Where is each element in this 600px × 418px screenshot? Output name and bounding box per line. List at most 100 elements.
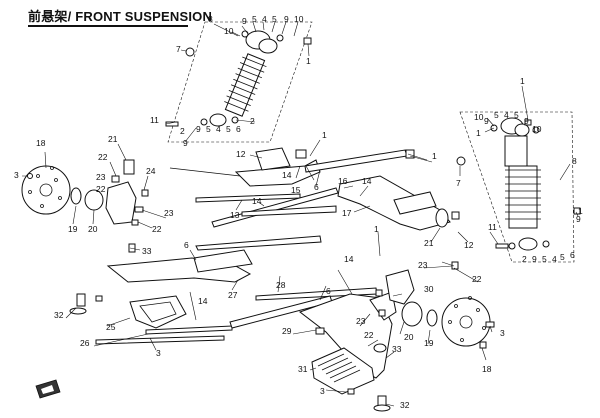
callout: 11 xyxy=(150,115,159,125)
callout: 23 xyxy=(418,260,428,270)
upper-arm-right xyxy=(337,149,460,231)
callout: 30 xyxy=(424,284,434,294)
callout: 3 xyxy=(500,328,505,338)
title-bar: 前悬架/ FRONT SUSPENSION xyxy=(28,6,212,24)
callout: 20 xyxy=(404,332,414,342)
callout: 24 xyxy=(146,166,156,176)
callout: 6 xyxy=(314,182,319,192)
callout: 6 xyxy=(184,240,189,250)
callout: 1 xyxy=(578,206,583,216)
callout: 5 xyxy=(514,110,519,120)
callout: 7 xyxy=(456,178,461,188)
skid-plate xyxy=(311,347,391,412)
callout: 3 xyxy=(156,348,161,358)
callout: 9 xyxy=(524,116,529,126)
title-underline xyxy=(28,25,188,27)
callout: 23 xyxy=(164,208,174,218)
callout: 32 xyxy=(54,310,64,320)
callout: 6 xyxy=(326,286,331,296)
callout: 12 xyxy=(236,149,246,159)
callout: 4 xyxy=(216,124,221,134)
callout: 10 xyxy=(474,112,484,122)
right-shock-absorber xyxy=(456,111,581,263)
callout: 4 xyxy=(262,14,267,24)
callout: 5 xyxy=(560,252,565,262)
callout: 21 xyxy=(424,238,434,248)
callout: 29 xyxy=(282,326,292,336)
callout: 14 xyxy=(252,196,262,206)
callout: 15 xyxy=(291,185,301,195)
callout: 5 xyxy=(494,110,499,120)
callout: 5 xyxy=(206,124,211,134)
callout: 9 xyxy=(196,124,201,134)
callout: 1 xyxy=(322,130,327,140)
callout: 18 xyxy=(482,364,492,374)
callout: 12 xyxy=(464,240,474,250)
callout: 4 xyxy=(504,110,509,120)
callout: 20 xyxy=(88,224,98,234)
callout: 13 xyxy=(230,210,240,220)
lower-arm-left xyxy=(69,243,253,329)
callout: 10 xyxy=(532,124,542,134)
callout: 23 xyxy=(356,316,366,326)
callout: 9 xyxy=(242,16,247,26)
callout: 16 xyxy=(338,176,348,186)
callout: 9 xyxy=(183,138,188,148)
callout: 19 xyxy=(424,338,434,348)
callout: 5 xyxy=(272,14,277,24)
callout: 3 xyxy=(14,170,19,180)
callout: 10 xyxy=(294,14,304,24)
page-title: 前悬架/ FRONT SUSPENSION xyxy=(28,8,213,24)
right-knuckle xyxy=(375,261,495,349)
callout: 22 xyxy=(96,184,106,194)
callout: 8 xyxy=(208,14,213,24)
callout: 5 xyxy=(542,254,547,264)
callout: 14 xyxy=(198,296,208,306)
through-bolts xyxy=(95,149,408,345)
callout: 9 xyxy=(576,214,581,224)
callout: 33 xyxy=(392,344,402,354)
callout: 2 xyxy=(522,254,527,264)
callout: 9 xyxy=(484,116,489,126)
callout: 19 xyxy=(68,224,78,234)
callout: 1 xyxy=(432,151,437,161)
callout: 22 xyxy=(472,274,482,284)
callout: 9 xyxy=(532,254,537,264)
callout: 21 xyxy=(108,134,118,144)
callout: 14 xyxy=(362,176,372,186)
callout: 6 xyxy=(236,124,241,134)
callout: 8 xyxy=(572,156,577,166)
callout: 25 xyxy=(106,322,116,332)
callout: 2 xyxy=(180,126,185,136)
callout: 2 xyxy=(250,116,255,126)
callout: 22 xyxy=(152,224,162,234)
left-shock-absorber xyxy=(165,21,313,143)
leader-lines xyxy=(22,21,579,407)
left-knuckle xyxy=(21,159,149,226)
front-direction-arrow-icon xyxy=(35,379,61,399)
callout: 18 xyxy=(36,138,46,148)
callout: 3 xyxy=(320,386,325,396)
callout: 10 xyxy=(224,26,234,36)
upper-arm-left xyxy=(169,147,321,187)
callout: 1 xyxy=(306,56,311,66)
callout: 5 xyxy=(252,14,257,24)
callout: 23 xyxy=(96,172,106,182)
callout: 1 xyxy=(520,76,525,86)
callout: 32 xyxy=(400,400,410,410)
callout: 5 xyxy=(226,124,231,134)
callout: 14 xyxy=(282,170,292,180)
callout: 26 xyxy=(80,338,90,348)
callout: 4 xyxy=(552,254,557,264)
callout: 33 xyxy=(142,246,152,256)
callout-labels: 8 10 9 5 4 5 9 10 7 1 11 2 9 5 4 5 6 9 2… xyxy=(14,14,583,410)
callout: 11 xyxy=(488,222,497,232)
callout: 31 xyxy=(298,364,308,374)
callout: 22 xyxy=(364,330,374,340)
callout: 14 xyxy=(344,254,354,264)
callout: 7 xyxy=(176,44,181,54)
callout: 1 xyxy=(374,224,379,234)
callout: 28 xyxy=(276,280,286,290)
callout: 9 xyxy=(284,14,289,24)
callout: 17 xyxy=(342,208,352,218)
